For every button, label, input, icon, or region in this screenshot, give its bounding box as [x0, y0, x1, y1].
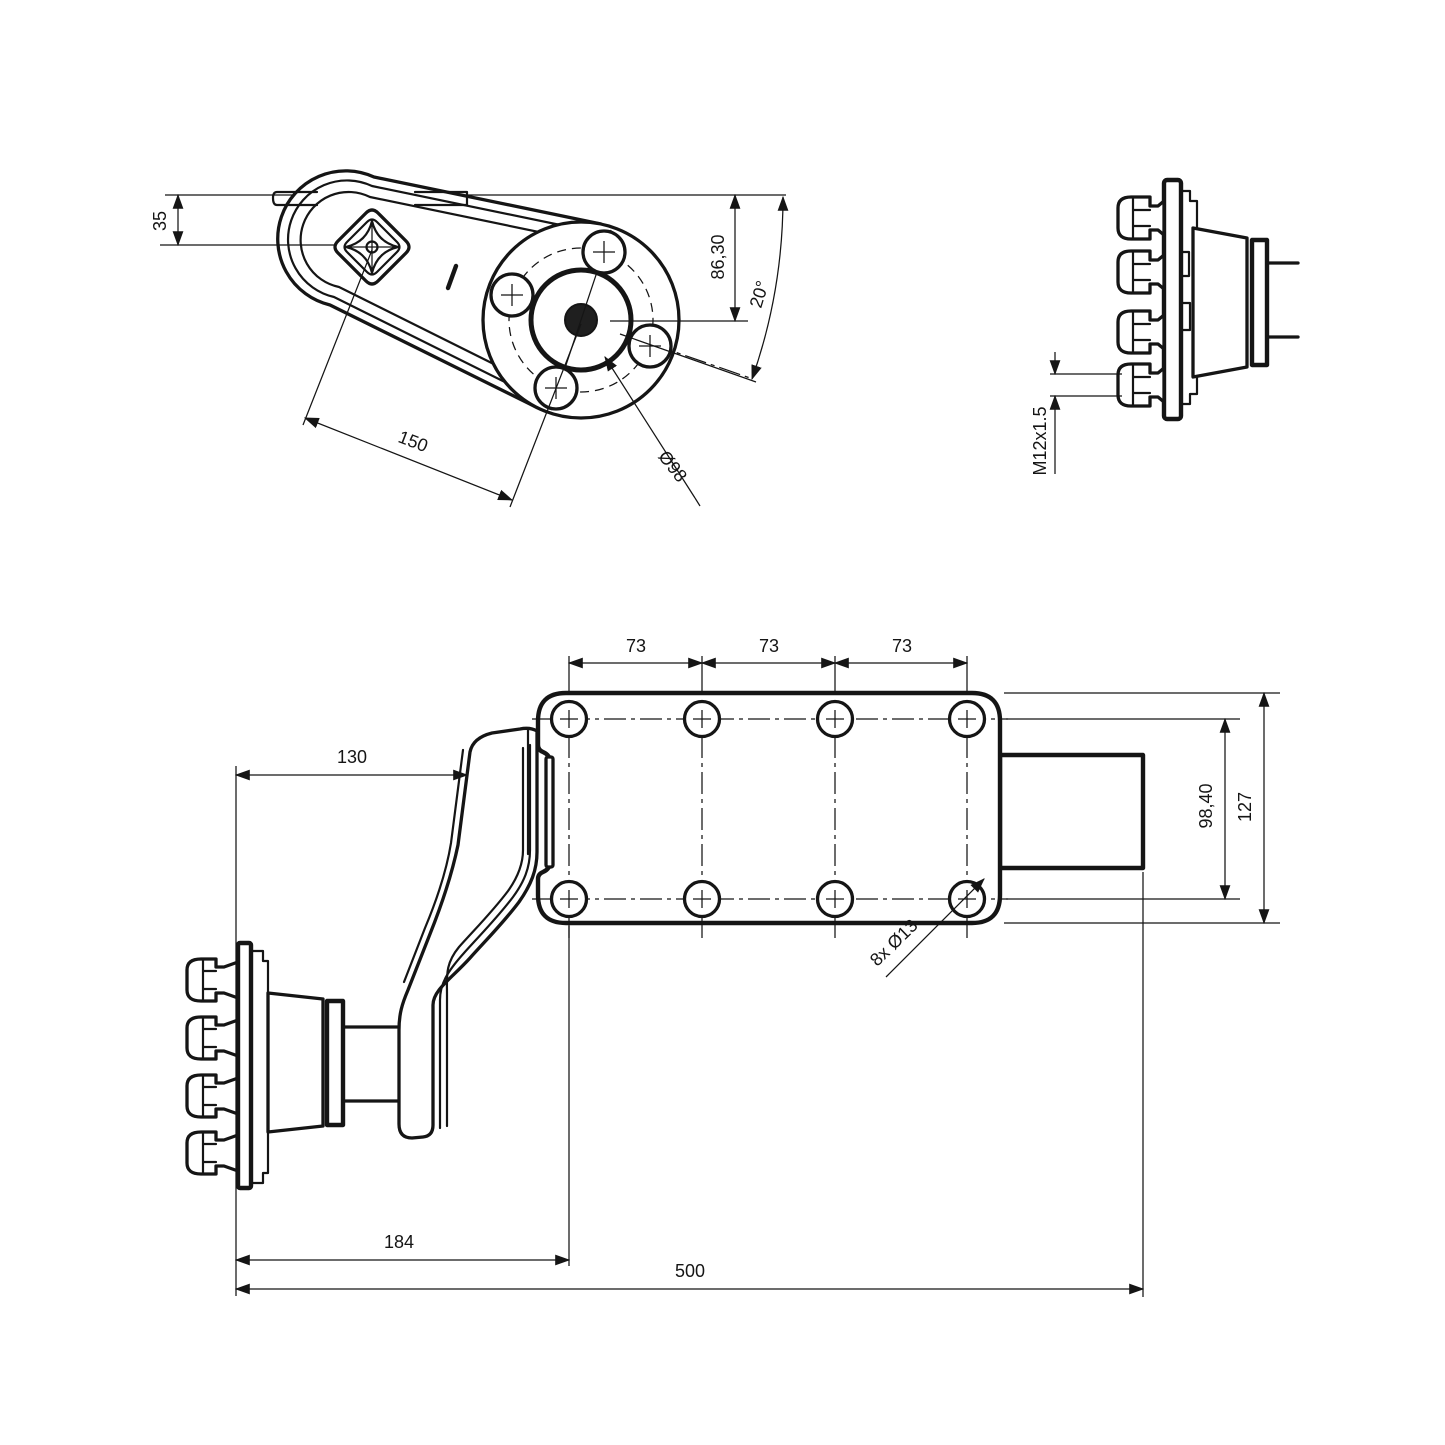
dim-label: 150	[396, 427, 431, 456]
dim-73-chain: 73 73 73	[567, 636, 969, 694]
bearing-housing	[324, 998, 346, 1128]
dim-130: 130	[234, 747, 469, 1296]
hub-assembly	[185, 940, 403, 1191]
dim-label: 20°	[746, 278, 773, 310]
dim-label: 98,40	[1196, 783, 1216, 828]
hub-side-view: M12x1.5	[1030, 177, 1300, 476]
dim-label: 86,30	[708, 234, 728, 279]
dim-label: M12x1.5	[1030, 406, 1050, 475]
dim-86-30: 86,30	[610, 193, 748, 323]
dim-label: 130	[337, 747, 367, 767]
hub-drum	[266, 991, 325, 1134]
axle-tube	[997, 752, 1146, 871]
wheel-flange-top	[481, 220, 681, 420]
dim-150: 150	[302, 249, 582, 508]
mounting-plate	[535, 690, 1003, 926]
dim-35: 35	[150, 193, 335, 247]
dim-label: 127	[1235, 792, 1255, 822]
main-side-view: 73 73 73 130 98,40 127 8x Ø13	[185, 636, 1280, 1297]
suspension-arm	[397, 726, 555, 1140]
top-view: 35 86,30 20° 150 Ø98	[150, 169, 789, 508]
arm-mounting-pad	[544, 755, 555, 869]
wheel-flange	[235, 940, 254, 1191]
dim-label: 73	[892, 636, 912, 656]
dim-184: 184	[234, 926, 571, 1266]
dim-label: 35	[150, 211, 170, 231]
dim-label: 184	[384, 1232, 414, 1252]
square-axle-socket	[333, 208, 411, 286]
dim-label: 500	[675, 1261, 705, 1281]
dim-label: 73	[759, 636, 779, 656]
dim-label: Ø98	[654, 447, 691, 486]
dim-500: 500	[234, 872, 1145, 1297]
dim-98-40: 98,40	[1006, 717, 1240, 901]
dim-m12: M12x1.5	[1030, 352, 1122, 476]
stub-axle	[341, 1025, 403, 1103]
dim-label: 73	[626, 636, 646, 656]
dim-127: 127	[1004, 691, 1280, 925]
